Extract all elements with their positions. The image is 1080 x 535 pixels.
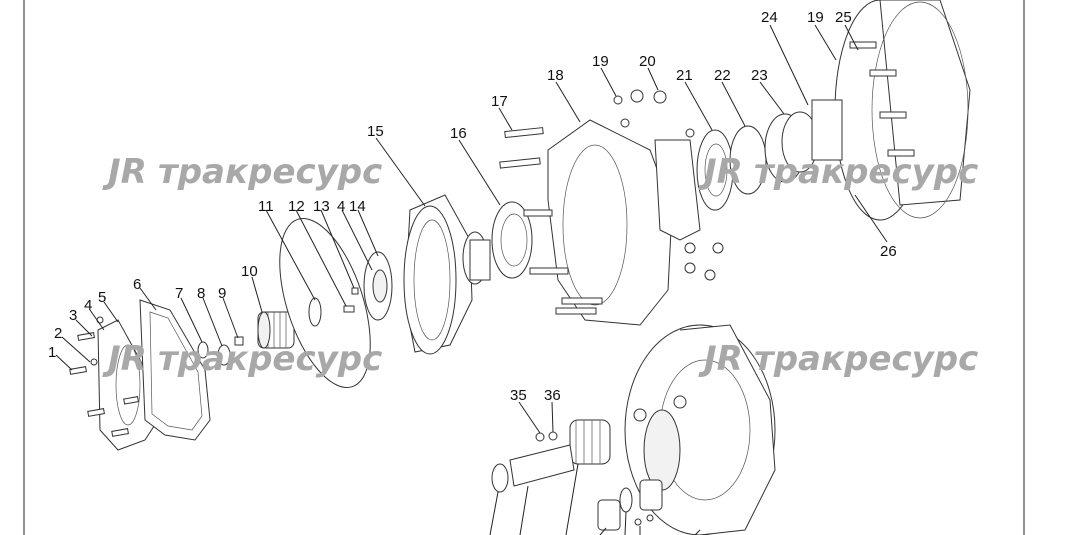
sun-gear: [257, 311, 295, 349]
callout-label: 18: [547, 67, 564, 84]
hub-nuts: [613, 89, 724, 281]
callout-label: 1: [48, 344, 56, 361]
callout-label: 26: [880, 243, 897, 260]
callout-label: 11: [258, 198, 274, 215]
callout-label: 2: [54, 325, 62, 342]
pin: [234, 336, 244, 346]
callout-label: 35: [510, 387, 527, 404]
watermark-brand: тракресурс: [754, 152, 978, 192]
callout-label: 36: [544, 387, 561, 404]
callout-label: 4: [84, 297, 92, 314]
callout-label: 13: [313, 198, 330, 215]
callout-label: 24: [761, 9, 778, 26]
callout-label: 19: [807, 9, 824, 26]
watermark-bottom-left: JR тракресурс: [102, 339, 382, 379]
callout-label: 22: [714, 67, 731, 84]
callout-label: 25: [835, 9, 852, 26]
callout-label: 5: [98, 289, 106, 306]
thin-seal-ring: [279, 217, 371, 389]
ring-gear: [403, 194, 491, 355]
bearing: [491, 201, 533, 279]
watermark-bottom-right: JR тракресурс: [698, 339, 978, 379]
leader-lines: [55, 24, 888, 535]
watermark-brand: тракресурс: [754, 339, 978, 379]
callout-label: 15: [367, 123, 384, 140]
washer-ring: [197, 341, 209, 359]
callout-label: 10: [241, 263, 258, 280]
callout-label: 21: [676, 67, 693, 84]
callout-label: 3: [69, 307, 77, 324]
watermark-logo: JR: [698, 339, 743, 379]
callout-label: 12: [288, 198, 305, 215]
watermark-logo: JR: [698, 152, 743, 192]
callout-label: 7: [175, 285, 183, 302]
watermark-top-left: JR тракресурс: [102, 152, 382, 192]
callout-label: 23: [751, 67, 768, 84]
spindle-flange: [811, 0, 971, 221]
callout-label: 16: [450, 125, 467, 142]
planet-shaft: [491, 444, 575, 493]
callout-label: 20: [639, 53, 656, 70]
watermark-logo: JR: [102, 152, 147, 192]
callout-labels: 1 2 3 4 5 6 7 8 9 10 11 12 13 4 14 15 16…: [48, 9, 897, 404]
callout-label: 9: [218, 285, 226, 302]
callout-label: 8: [197, 285, 205, 302]
watermark-brand: тракресурс: [158, 339, 382, 379]
callout-label: 14: [349, 198, 366, 215]
watermark-top-right: JR тракресурс: [698, 152, 978, 192]
o-ring: [217, 344, 231, 366]
callout-label: 4: [337, 198, 345, 215]
watermark-logo: JR: [102, 339, 147, 379]
callout-label: 19: [592, 53, 609, 70]
watermark-brand: тракресурс: [158, 152, 382, 192]
callout-label: 17: [491, 93, 508, 110]
planet-gear: [569, 419, 611, 465]
callout-label: 6: [133, 276, 141, 293]
gasket-ring: [139, 299, 211, 441]
wheel-hub: [499, 119, 701, 326]
